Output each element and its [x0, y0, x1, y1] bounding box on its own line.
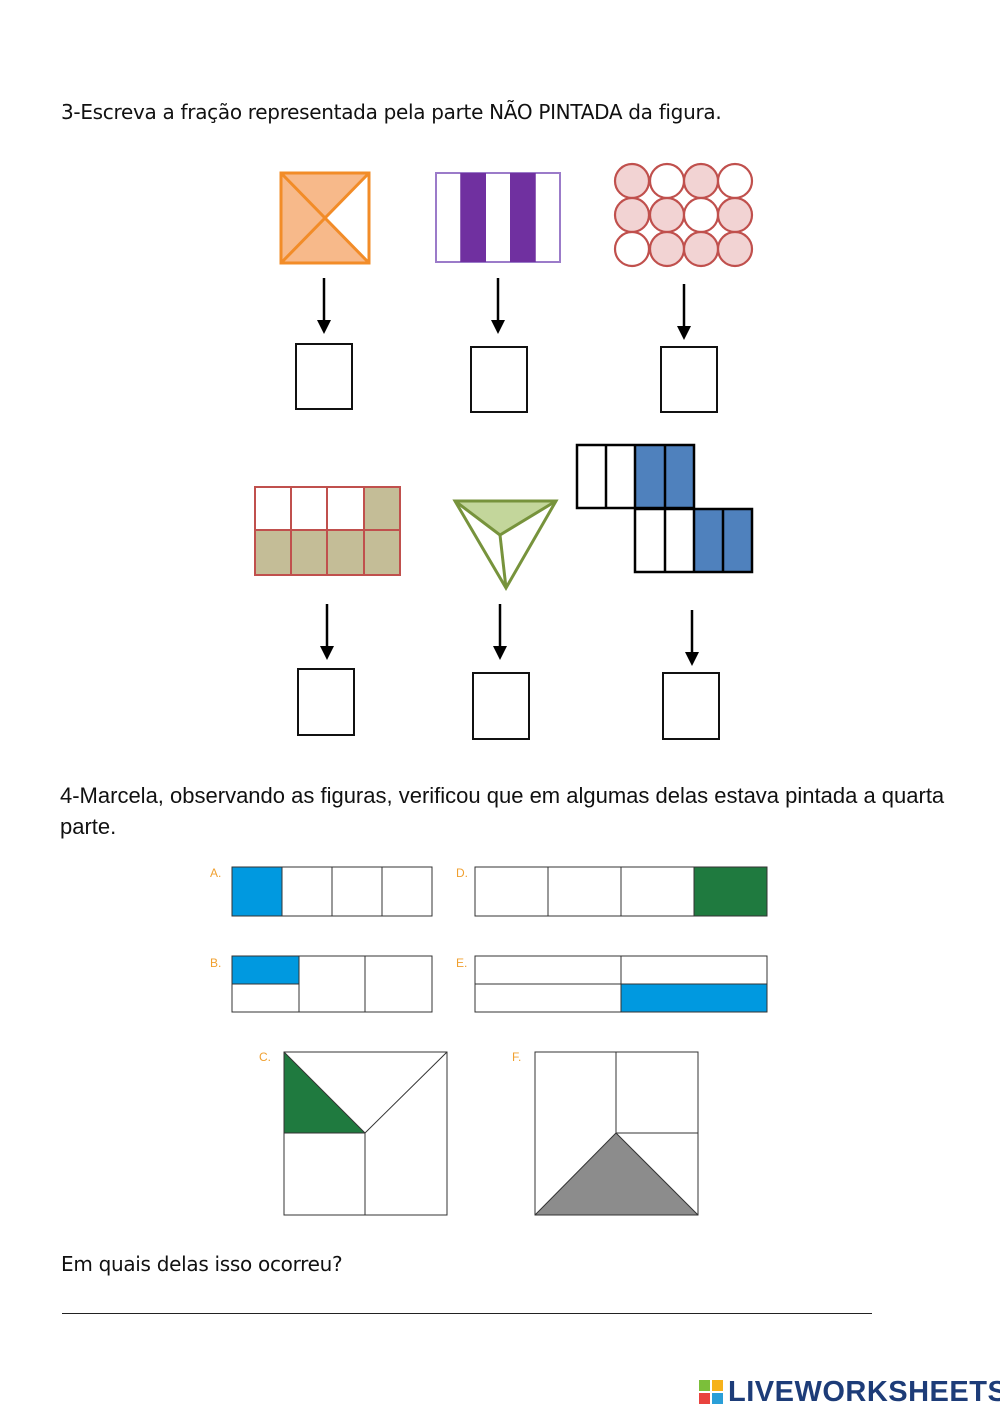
figure-f — [534, 1051, 699, 1216]
figure-khaki-grid — [254, 486, 401, 576]
figure-circles-grid — [613, 162, 754, 268]
option-label-e: E. — [456, 956, 468, 970]
answer-line[interactable] — [62, 1313, 872, 1314]
arrow-down-icon — [685, 610, 699, 666]
option-label-d: D. — [456, 866, 468, 880]
figure-b — [231, 955, 433, 1013]
figure-blue-bars — [575, 443, 754, 574]
answer-box-3[interactable] — [660, 346, 718, 413]
liveworksheets-logo-icon — [699, 1380, 723, 1404]
option-label-a: A. — [210, 866, 222, 880]
answer-box-6[interactable] — [662, 672, 720, 740]
option-label-c: C. — [259, 1050, 271, 1064]
answer-box-4[interactable] — [297, 668, 355, 736]
answer-box-2[interactable] — [470, 346, 528, 413]
arrow-down-icon — [491, 278, 505, 334]
arrow-down-icon — [493, 604, 507, 660]
question-3-text: 3-Escreva a fração representada pela par… — [61, 100, 722, 124]
figure-square-quarters — [279, 171, 371, 265]
figure-d — [474, 866, 768, 917]
figure-e — [474, 955, 768, 1013]
logo-text: LIVEWORKSHEETS — [728, 1375, 1000, 1408]
figure-a — [231, 866, 433, 917]
figure-purple-stripes — [435, 172, 561, 263]
question-4-prompt: Em quais delas isso ocorreu? — [61, 1252, 343, 1276]
option-label-b: B. — [210, 956, 222, 970]
arrow-down-icon — [317, 278, 331, 334]
option-label-f: F. — [512, 1050, 522, 1064]
arrow-down-icon — [320, 604, 334, 660]
answer-box-5[interactable] — [472, 672, 530, 740]
question-4-text: 4-Marcela, observando as figuras, verifi… — [60, 783, 945, 839]
liveworksheets-logo: LIVEWORKSHEETS — [698, 1375, 1000, 1409]
answer-box-1[interactable] — [295, 343, 353, 410]
arrow-down-icon — [677, 284, 691, 340]
figure-c — [283, 1051, 448, 1216]
figure-green-triangle — [452, 499, 559, 591]
